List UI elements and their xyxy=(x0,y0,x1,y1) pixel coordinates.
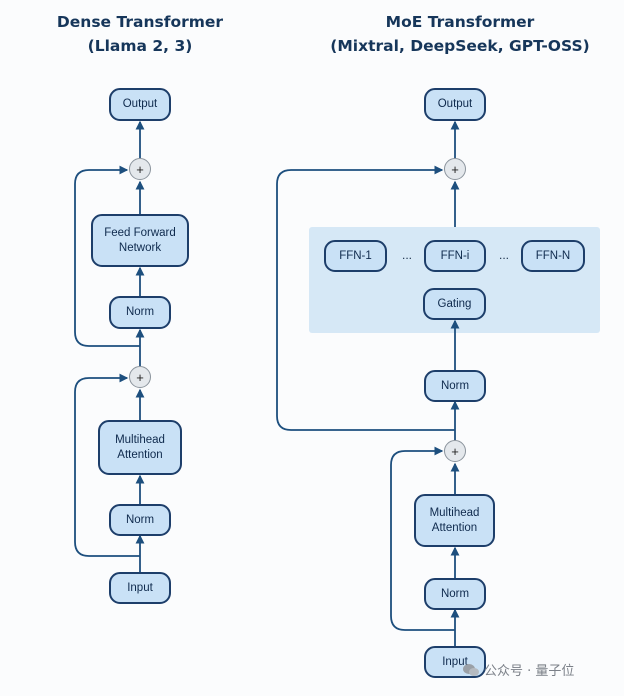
dense-add-top-symbol: + xyxy=(136,161,144,177)
dense-output-label: Output xyxy=(122,98,158,110)
watermark: 公众号 · 量子位 xyxy=(462,660,574,679)
moe-output-box: Output xyxy=(424,88,486,121)
dense-norm-bottom-box: Norm xyxy=(109,504,171,536)
dense-attention-box: Multihead Attention xyxy=(98,420,182,475)
moe-input-label: Input xyxy=(442,655,468,668)
dense-attention-line2: Attention xyxy=(117,448,163,461)
moe-title-line2: (Mixtral, DeepSeek, GPT-OSS) xyxy=(330,37,590,55)
dense-ffn-line1: Feed Forward xyxy=(104,226,176,239)
moe-ellipsis-right: ... xyxy=(499,248,510,262)
dense-input-label: Input xyxy=(127,581,153,594)
moe-residual-bottom xyxy=(390,446,455,631)
dense-residual-top xyxy=(74,165,140,347)
moe-norm-bottom-box: Norm xyxy=(424,578,486,610)
dense-attention-line1: Multihead xyxy=(115,433,165,446)
moe-norm-top-label: Norm xyxy=(440,379,470,392)
moe-residual-top xyxy=(276,165,455,431)
moe-attention-label: Multihead Attention xyxy=(422,506,488,536)
moe-title-line1: MoE Transformer xyxy=(385,13,535,31)
dense-ffn-label: Feed Forward Network xyxy=(96,226,184,256)
dense-ffn-line2: Network xyxy=(118,241,162,254)
dense-add-bottom: + xyxy=(129,366,151,388)
moe-ffn-n-label: FFN-N xyxy=(535,249,571,262)
moe-attention-line2: Attention xyxy=(431,521,478,534)
moe-ffn-1-label: FFN-1 xyxy=(339,249,372,262)
moe-ffn-i-label: FFN-i xyxy=(440,249,470,262)
dense-title-line1: Dense Transformer xyxy=(56,13,224,31)
moe-ffn-i-box: FFN-i xyxy=(424,240,486,272)
moe-add-bottom: + xyxy=(444,440,466,462)
moe-output-label: Output xyxy=(437,98,473,110)
dense-title: Dense Transformer (Llama 2, 3) xyxy=(40,10,240,58)
moe-norm-top-box: Norm xyxy=(424,370,486,402)
moe-gating-box: Gating xyxy=(423,288,486,320)
moe-attention-line1: Multihead xyxy=(429,506,480,519)
moe-add-bottom-symbol: + xyxy=(451,443,459,459)
dense-norm-bottom-label: Norm xyxy=(125,513,155,526)
moe-ffn-1-box: FFN-1 xyxy=(324,240,387,272)
dense-attention-label: Multihead Attention xyxy=(107,433,173,463)
dense-ffn-box: Feed Forward Network xyxy=(91,214,189,267)
dense-input-box: Input xyxy=(109,572,171,604)
dense-output-box: Output xyxy=(109,88,171,121)
dense-norm-top-label: Norm xyxy=(125,306,155,318)
dense-title-line2: (Llama 2, 3) xyxy=(87,37,193,55)
moe-add-top: + xyxy=(444,158,466,180)
moe-norm-bottom-label: Norm xyxy=(440,587,470,600)
moe-add-top-symbol: + xyxy=(451,161,459,177)
moe-attention-box: Multihead Attention xyxy=(414,494,495,547)
moe-ffn-n-box: FFN-N xyxy=(521,240,585,272)
watermark-text: 公众号 · 量子位 xyxy=(484,664,575,679)
dense-norm-top-box: Norm xyxy=(109,296,171,329)
dense-add-bottom-symbol: + xyxy=(136,369,144,385)
moe-gating-label: Gating xyxy=(437,297,472,310)
dense-residual-bottom xyxy=(74,373,140,557)
moe-title: MoE Transformer (Mixtral, DeepSeek, GPT-… xyxy=(300,10,620,58)
wechat-icon xyxy=(463,663,479,676)
moe-ellipsis-left: ... xyxy=(402,248,413,262)
dense-add-top: + xyxy=(129,158,151,180)
